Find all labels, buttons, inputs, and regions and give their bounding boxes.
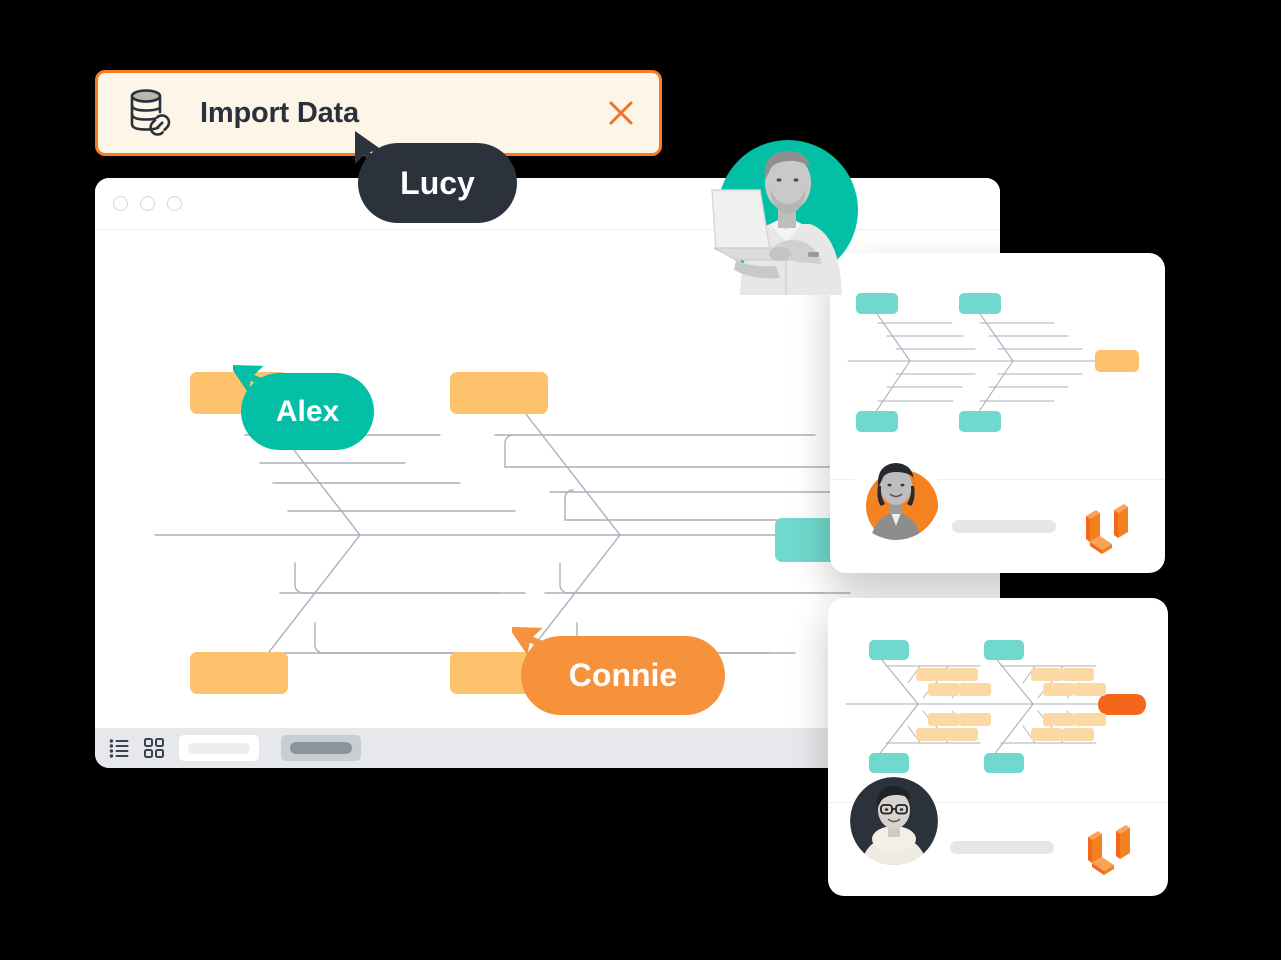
window-controls[interactable] [113, 196, 182, 211]
cause-chip[interactable] [959, 683, 991, 696]
zoom-slider[interactable] [179, 735, 259, 761]
preview-card-two-footer [828, 777, 1168, 896]
cause-chip[interactable] [946, 668, 978, 681]
cause-chip[interactable] [1043, 713, 1075, 726]
cause-chip[interactable] [928, 713, 960, 726]
mini-bone-bottom-right-2[interactable] [984, 753, 1024, 773]
category-top-right[interactable] [450, 372, 548, 414]
preview-card-one[interactable] [830, 253, 1165, 573]
cursor-name-lucy: Lucy [400, 164, 475, 201]
card-title-placeholder-1 [952, 520, 1056, 533]
mini-bone-top-right-1[interactable] [959, 293, 1001, 314]
cursor-pointer-lucy [352, 128, 386, 175]
avatar-woman-glasses[interactable] [850, 777, 938, 865]
cursor-label-alex: Alex [241, 373, 374, 450]
cause-chip[interactable] [1043, 683, 1075, 696]
cause-chip[interactable] [1031, 668, 1063, 681]
cause-chip[interactable] [1062, 668, 1094, 681]
cursor-name-connie: Connie [568, 657, 678, 693]
mini-effect-node-2[interactable] [1098, 694, 1146, 715]
preview-card-two-diagram [828, 598, 1168, 804]
horizontal-scrollbar[interactable] [281, 735, 361, 761]
cause-chip[interactable] [916, 728, 948, 741]
database-link-icon [124, 86, 178, 140]
brand-cube-logo-2 [1080, 819, 1138, 882]
category-bottom-left[interactable] [190, 652, 288, 694]
import-data-title: Import Data [200, 96, 359, 129]
cause-chip[interactable] [1074, 713, 1106, 726]
cause-chip[interactable] [916, 668, 948, 681]
cause-chip[interactable] [1074, 683, 1106, 696]
preview-card-one-diagram [830, 253, 1165, 479]
window-dot-maximize[interactable] [167, 196, 182, 211]
mini-bone-bottom-right-1[interactable] [959, 411, 1001, 432]
scrollbar-thumb[interactable] [290, 742, 352, 754]
mini-bone-top-left-1[interactable] [856, 293, 898, 314]
list-view-icon[interactable] [109, 737, 131, 759]
cause-chip[interactable] [959, 713, 991, 726]
cause-chip[interactable] [1062, 728, 1094, 741]
window-dot-close[interactable] [113, 196, 128, 211]
brand-cube-logo-1 [1078, 498, 1136, 561]
cause-chip[interactable] [1031, 728, 1063, 741]
cursor-pointer-alex [229, 350, 269, 399]
cursor-pointer-connie [508, 612, 548, 661]
preview-card-one-footer [830, 452, 1165, 573]
cursor-label-lucy: Lucy [358, 143, 517, 223]
cause-chip[interactable] [928, 683, 960, 696]
mini-bone-top-right-2[interactable] [984, 640, 1024, 660]
cursor-label-connie: Connie [521, 636, 725, 715]
close-icon[interactable] [603, 95, 639, 131]
preview-card-two[interactable] [828, 598, 1168, 896]
card-title-placeholder-2 [950, 841, 1054, 854]
window-dot-minimize[interactable] [140, 196, 155, 211]
import-data-banner[interactable]: Import Data [95, 70, 662, 156]
zoom-slider-fill [188, 742, 250, 754]
mini-bone-top-left-2[interactable] [869, 640, 909, 660]
mini-bone-bottom-left-2[interactable] [869, 753, 909, 773]
avatar-woman-short-hair[interactable] [852, 452, 940, 540]
mini-bone-bottom-left-1[interactable] [856, 411, 898, 432]
photo-man-with-laptop [700, 130, 870, 295]
grid-view-icon[interactable] [143, 737, 165, 759]
mini-effect-node-1[interactable] [1095, 350, 1139, 372]
cause-chip[interactable] [946, 728, 978, 741]
mini-fishbone-svg-1 [847, 310, 1121, 414]
cursor-name-alex: Alex [275, 394, 340, 428]
